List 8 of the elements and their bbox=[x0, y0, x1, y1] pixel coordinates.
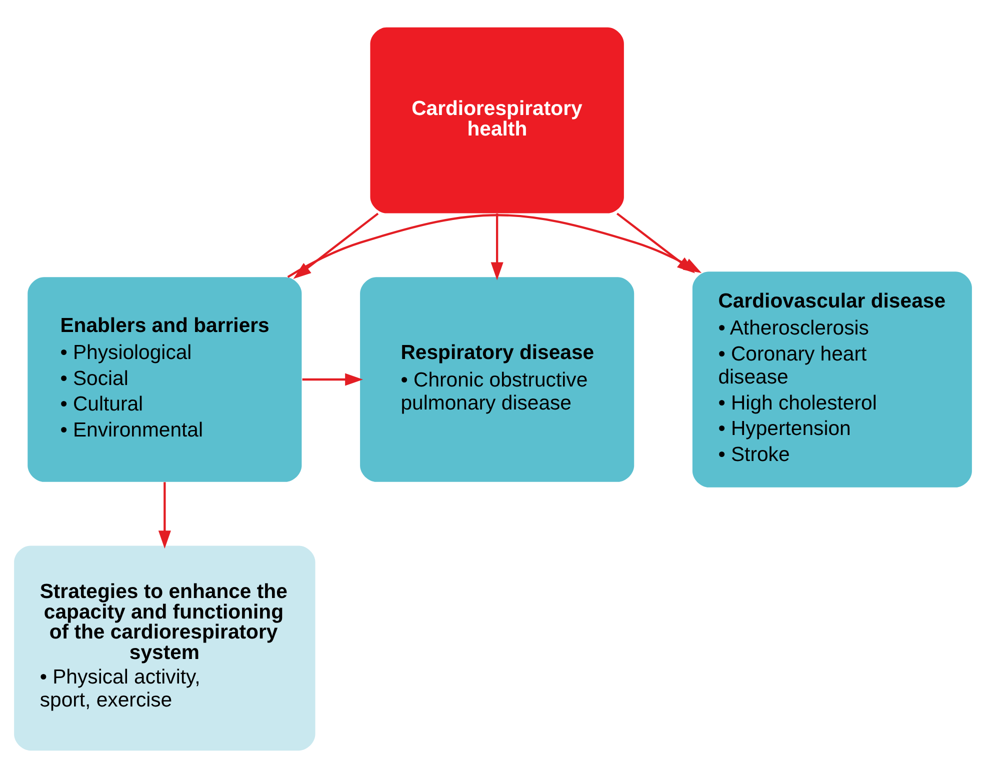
arrow bbox=[302, 372, 364, 386]
arrow bbox=[490, 213, 504, 280]
node-box: Enablers and barriers • Physiological • Social • Cultural • Environmental bbox=[28, 276, 302, 482]
node-box: Respiratory disease • Chronic obstructive pulmonary disease bbox=[360, 276, 634, 482]
node-box: Cardiovascular disease • Atherosclerosis • Coronary heart disease • High cholesterol • Hypertension • Stroke bbox=[692, 271, 972, 487]
arrow bbox=[158, 482, 171, 548]
node-box: Cardiorespiratory health bbox=[370, 26, 624, 213]
node-box: Strategies to enhance the capacity and functioning of the cardiorespiratory system • Physical activity, sport, exercise bbox=[14, 545, 316, 750]
